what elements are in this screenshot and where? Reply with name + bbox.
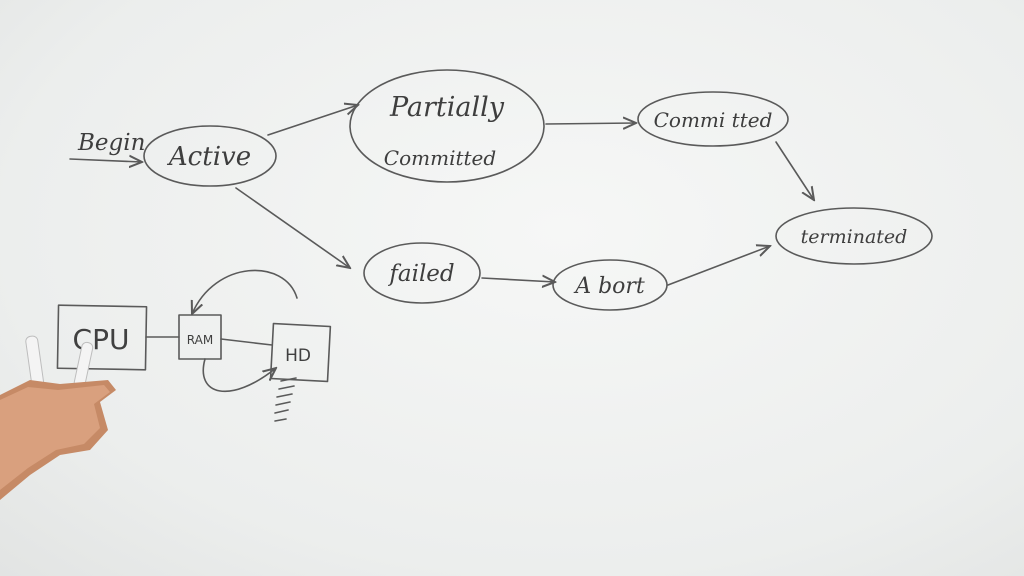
hd-box: HD [269,322,332,422]
hd-to-ram-curve [192,269,298,314]
edge-active-to-partially [267,105,358,136]
edge-committed-to-terminated [775,141,814,200]
presenter-hand [0,335,116,500]
edge-abort-to-terminated [667,246,770,286]
ram-box: RAM [178,314,222,360]
state-active-label: Active [167,142,251,172]
hd-label: HD [285,346,311,366]
begin-label: Begin [77,130,145,156]
begin-edge: Begin [69,130,145,162]
hd-stack-lines [274,377,297,422]
edge-active-to-failed [235,187,350,268]
cpu-box: CPU [56,304,148,371]
state-failed-label: failed [387,261,454,287]
state-active: Active [143,125,277,187]
state-terminated-label: terminated [801,226,908,248]
ram-to-hd-curve [202,358,276,393]
ram-label: RAM [187,333,213,347]
state-committed: Commi tted [637,91,789,147]
state-abort-label: A bort [573,274,645,299]
state-failed: failed [363,242,481,304]
edge-partially-to-committed [545,123,636,124]
state-partially-label: Partially [389,92,505,123]
state-abort: A bort [552,259,668,311]
state-partially-committed-label: Committed [384,146,496,170]
state-partially-committed: Partially Committed [349,69,545,183]
state-committed-label: Commi tted [654,108,773,132]
state-terminated: terminated [775,207,933,265]
ram-hd-link [220,338,273,346]
edge-failed-to-abort [481,278,555,282]
